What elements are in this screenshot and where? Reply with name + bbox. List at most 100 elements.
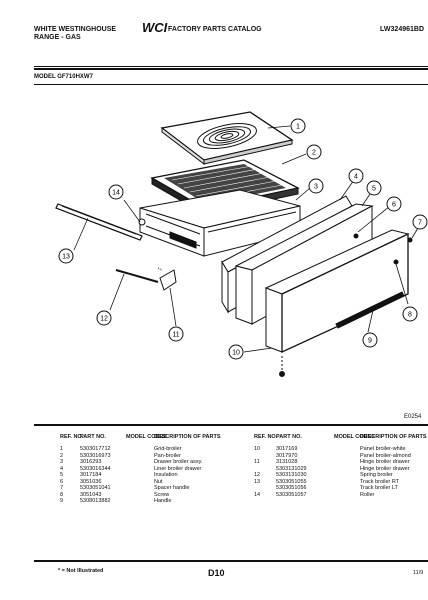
table-row: 3 3016293 Drawer broiler assy. (60, 459, 250, 466)
parts-table-left: REF. NO. PART NO. MODEL CODES DESCRIPTIO… (60, 434, 250, 505)
callout-label: 13 (62, 254, 70, 261)
description-cell: Insulation (154, 472, 178, 478)
ref-cell: 2 (60, 452, 64, 459)
callout-13: 13 (58, 248, 74, 264)
table-rule-top (34, 424, 428, 426)
hinge-broiler-drawer-illustration (159, 269, 177, 291)
ref-cell: 5 (60, 472, 64, 478)
product-type: RANGE - GAS (34, 34, 81, 41)
col-desc-header: DESCRIPTION OF PARTS (154, 434, 221, 440)
table-row: 4 5303016344 Liner broiler drawer (60, 466, 250, 473)
part-number-cell: 5303016344 (80, 465, 111, 472)
col-codes-header: MODEL CODES (334, 434, 375, 440)
ref-cell: 10 (254, 446, 261, 452)
ref-cell: 1 (60, 446, 64, 452)
part-number-cell: 3051036 (80, 478, 102, 485)
callout-label: 6 (392, 202, 396, 209)
parts-table-right: REF. NO. PART NO. MODEL CODES DESCRIPTIO… (254, 434, 428, 498)
nut-illustration (353, 233, 359, 239)
col-part-header: PART NO. (276, 434, 302, 440)
part-number-cell: 5303131030 (276, 472, 307, 478)
description-cell: Spring broiler (360, 472, 393, 478)
spacer-illustration (407, 237, 413, 243)
part-number-cell: 3016293 (80, 459, 102, 465)
description-cell: Roller (360, 491, 375, 498)
callout-label: 12 (100, 316, 108, 323)
header-rule-top (34, 66, 428, 67)
callout-9: 9 (362, 332, 378, 348)
part-number-cell: 5303016973 (80, 452, 111, 459)
callout-label: 5 (372, 186, 376, 193)
description-cell: Handle (154, 498, 172, 504)
callout-label: 2 (312, 150, 316, 157)
description-cell: Liner broiler drawer (154, 465, 202, 472)
callout-7: 7 (412, 214, 428, 230)
description-cell: Panel broiler-almond (360, 452, 411, 459)
callout-3: 3 (308, 178, 324, 194)
footer-rule (34, 560, 428, 562)
callout-2: 2 (306, 144, 322, 160)
part-number-cell: 3017970 (276, 452, 298, 459)
callout-label: 7 (418, 220, 422, 227)
description-cell: Spacer handle (154, 485, 190, 491)
ref-cell: 11 (254, 459, 260, 465)
callout-14: 14 (108, 184, 124, 200)
catalog-title: FACTORY PARTS CATALOG (168, 26, 262, 33)
callout-label: 3 (314, 184, 318, 191)
callout-label: 1 (296, 124, 300, 131)
handle-illustration (335, 291, 405, 329)
roller-illustration (138, 218, 146, 226)
callout-label: 4 (354, 174, 358, 181)
callout-5: 5 (366, 180, 382, 196)
part-number-cell: 5303017712 (80, 446, 111, 452)
description-cell: Nut (154, 478, 163, 485)
document-number: LW324961BD (380, 26, 424, 33)
table-row: 2 5303016973 Pan-broiler (60, 453, 250, 460)
description-cell: Track broiler RT (360, 478, 400, 485)
part-number-cell: 5303051055 (276, 478, 307, 485)
ref-cell: 12 (254, 472, 261, 478)
ref-cell: 7 (60, 485, 64, 491)
callout-label: 11 (172, 332, 179, 339)
header-brand-block: WHITE WESTINGHOUSE RANGE - GAS (34, 26, 116, 42)
callout-label: 8 (408, 312, 412, 319)
callout-10: 10 (228, 344, 244, 360)
col-ref-header: REF. NO. (254, 434, 278, 440)
table-header-row: REF. NO. PART NO. MODEL CODES DESCRIPTIO… (254, 434, 428, 440)
ref-cell: 13 (254, 478, 261, 485)
drawer-broiler-assembly-illustration (139, 189, 301, 257)
table-row: 13 5303051055 Track broiler RT (254, 479, 428, 486)
table-row: 5 3017184 Insulation (60, 472, 250, 479)
screw-illustration (393, 259, 399, 265)
ref-cell: 3 (60, 459, 64, 465)
description-cell: Track broiler LT (360, 485, 398, 491)
table-row: 1 5303017712 Grid-broiler (60, 446, 250, 453)
description-cell: Panel broiler-white (360, 446, 406, 452)
part-number-cell: 3017184 (80, 472, 102, 478)
description-cell: Grid-broiler (154, 446, 182, 452)
ref-cell: 14 (254, 491, 261, 498)
part-number-cell: 3131028 (276, 459, 298, 465)
callout-label: 10 (232, 350, 240, 357)
footnote: * = Not Illustrated (58, 568, 104, 574)
callout-6: 6 (386, 196, 402, 212)
part-number-cell: 3017169 (276, 446, 298, 452)
col-desc-header: DESCRIPTION OF PARTS (360, 434, 427, 440)
description-cell: Screw (154, 491, 170, 498)
part-number-cell: 5308013882 (80, 498, 111, 504)
revision-date: 11/9 (413, 570, 424, 576)
description-cell: Drawer broiler assy. (154, 459, 203, 465)
description-cell: Pan-broiler (154, 452, 181, 459)
callout-label: 14 (112, 190, 120, 197)
table-header-row: REF. NO. PART NO. MODEL CODES DESCRIPTIO… (60, 434, 250, 440)
ref-cell: 8 (60, 491, 64, 498)
table-row: 10 3017169 Panel broiler-white (254, 446, 428, 453)
ref-cell: 4 (60, 465, 64, 472)
